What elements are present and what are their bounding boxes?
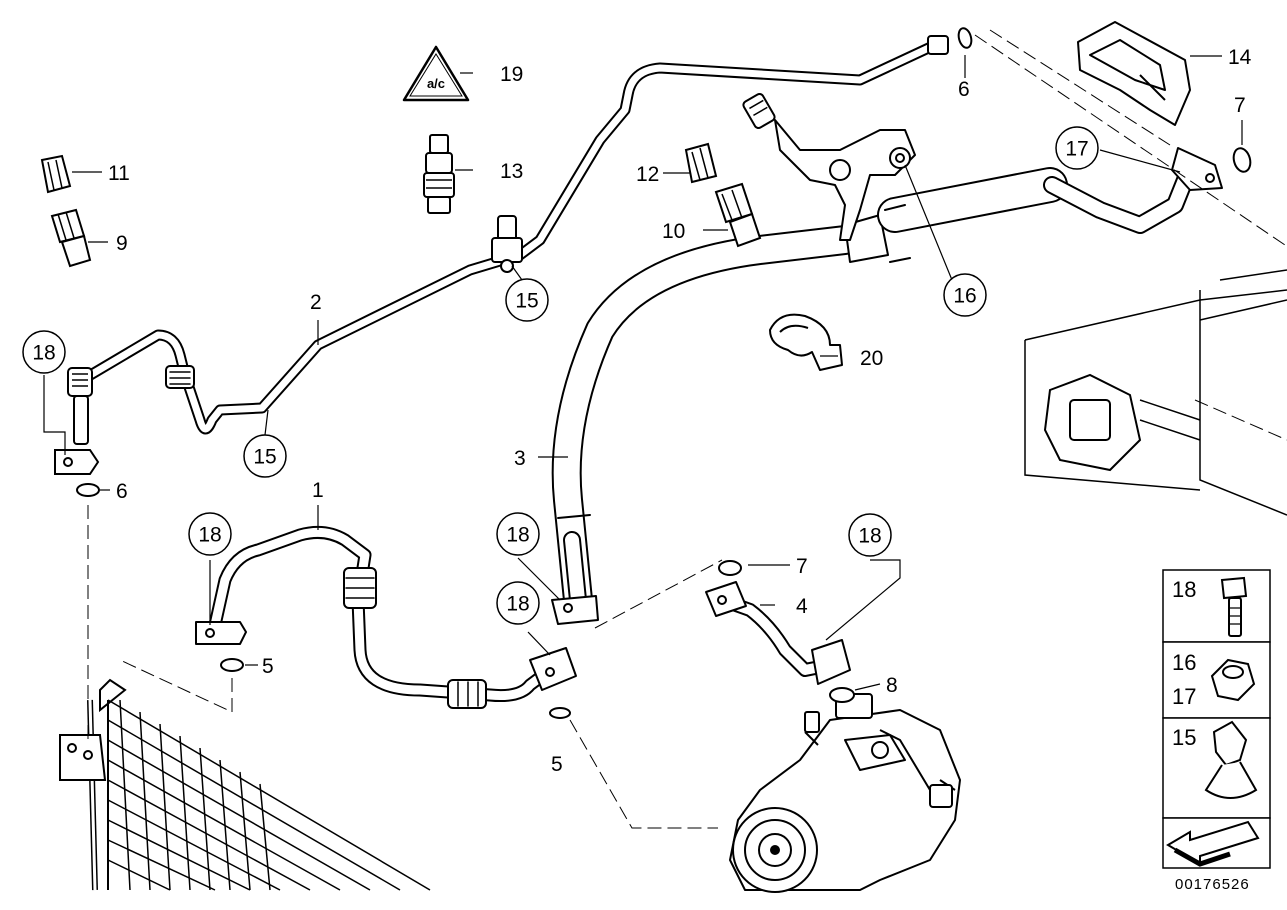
callout-18-hose-3: 18 <box>496 512 540 556</box>
callout-15-top: 15 <box>505 278 549 322</box>
o-ring-6-left <box>76 483 100 497</box>
o-ring-5-left <box>220 658 244 672</box>
holder-14 <box>1077 21 1191 126</box>
pipe-4 <box>705 581 851 685</box>
callout-18-pipe-4-text: 18 <box>858 525 881 548</box>
pipe-1 <box>195 525 577 709</box>
o-ring-6-top <box>957 27 973 49</box>
leader-lines <box>43 55 1243 691</box>
callout-18-center: 18 <box>496 581 540 625</box>
legend-label-17: 17 <box>1172 684 1196 709</box>
warning-label-19: a/c <box>402 45 470 102</box>
evaporator-inset <box>1024 269 1287 516</box>
pressure-switch-13 <box>423 134 455 214</box>
sensor-15 <box>491 215 523 273</box>
nut-icon <box>1210 658 1256 702</box>
callouts: 15 15 16 17 18 18 18 18 <box>22 126 1099 625</box>
label-part-10: 10 <box>662 220 685 243</box>
hose-3 <box>551 147 1223 625</box>
label-part-7-center: 7 <box>796 555 808 578</box>
o-ring-7-center <box>718 560 742 576</box>
o-ring-7-right <box>1232 147 1252 173</box>
label-part-14: 14 <box>1228 46 1252 69</box>
fitting-pipe-2-condenser <box>54 367 100 475</box>
legend-label-16: 16 <box>1172 650 1196 675</box>
service-port-bracket <box>742 92 916 241</box>
label-part-2: 2 <box>310 291 322 314</box>
clamp-20 <box>769 313 843 371</box>
bolt-icon <box>1220 576 1248 637</box>
label-part-6-left: 6 <box>116 480 128 503</box>
label-part-4: 4 <box>796 595 808 618</box>
callout-16-text: 16 <box>953 285 976 308</box>
callout-18-pipe-1: 18 <box>188 512 232 556</box>
clip-icon <box>1204 720 1258 799</box>
o-rings <box>76 27 1252 719</box>
cap-11 <box>40 154 72 194</box>
callout-18-pipe-1-text: 18 <box>198 524 221 547</box>
part-labels: 19 13 11 9 12 10 14 6 7 2 20 3 6 1 7 4 5… <box>108 46 1252 776</box>
callout-17-text: 17 <box>1065 138 1088 161</box>
callout-18-pipe-4: 18 <box>848 513 892 557</box>
document-number: 00176526 <box>1175 876 1250 893</box>
warning-symbol-text: a/c <box>427 76 445 91</box>
condenser <box>59 678 431 891</box>
cap-12 <box>684 142 718 184</box>
callout-15-bottom-text: 15 <box>253 446 276 469</box>
legend-label-15: 15 <box>1172 725 1196 750</box>
label-part-1: 1 <box>312 479 324 502</box>
callout-15-bottom: 15 <box>243 434 287 478</box>
label-part-5-center: 5 <box>551 753 563 776</box>
pipe-2 <box>76 35 949 435</box>
direction-arrow-icon <box>1166 820 1260 867</box>
label-part-12: 12 <box>636 163 659 186</box>
valve-core-9 <box>50 208 92 268</box>
label-part-13: 13 <box>500 160 523 183</box>
label-part-3: 3 <box>514 447 526 470</box>
callout-16: 16 <box>943 273 987 317</box>
label-part-11: 11 <box>108 162 130 185</box>
legend-label-18: 18 <box>1172 577 1196 602</box>
callout-17: 17 <box>1055 126 1099 170</box>
callout-18-top-left: 18 <box>22 330 66 374</box>
dashed-guide-lines <box>87 29 1287 829</box>
valve-core-10 <box>714 182 762 248</box>
label-part-9: 9 <box>116 232 128 255</box>
callout-18-center-text: 18 <box>506 593 529 616</box>
label-part-20: 20 <box>860 347 883 370</box>
label-part-8: 8 <box>886 674 898 697</box>
ac-compressor <box>729 693 961 893</box>
label-part-6-top: 6 <box>958 78 970 101</box>
label-part-19: 19 <box>500 63 523 86</box>
o-ring-8 <box>829 687 855 703</box>
o-ring-5-center <box>549 707 571 719</box>
callout-15-top-text: 15 <box>515 290 538 313</box>
parts-legend: 18 16 17 15 <box>1162 569 1271 869</box>
callout-18-top-left-text: 18 <box>32 342 55 365</box>
label-part-5-left: 5 <box>262 655 274 678</box>
callout-18-hose-3-text: 18 <box>506 524 529 547</box>
label-part-7-right: 7 <box>1234 94 1246 117</box>
